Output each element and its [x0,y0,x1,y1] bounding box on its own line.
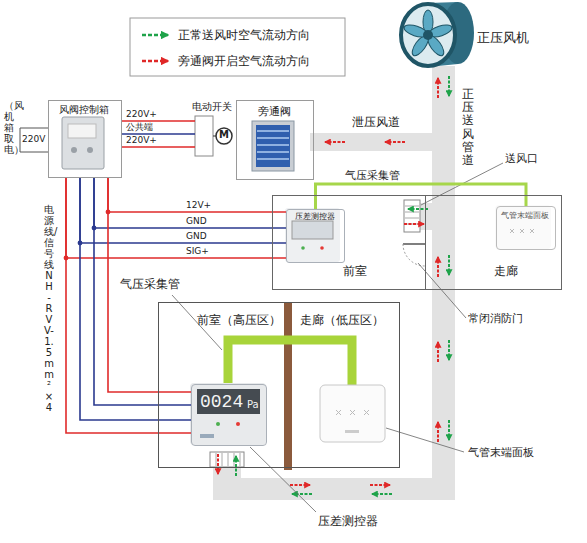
callout-label: 常闭消防门 [468,312,523,325]
wire [94,178,191,405]
wire-label: 220V+ [126,109,157,120]
wire [122,133,190,135]
node-text: 0024 [200,392,243,414]
room: 前室 压差测控器 [272,195,425,290]
wire-label: GND [186,216,207,227]
node-text: 压差测控器 [287,212,342,222]
mains-bracket [20,128,48,152]
callout-label: 气压采集管 [120,277,180,291]
wire-label: SIG+ [186,246,209,257]
leader-lines [172,163,503,512]
wire [80,178,191,420]
room: 走廊（低压区） [288,302,400,468]
wire [108,178,286,212]
node-text: 走廊（低压区） [300,313,384,327]
voltage-label: 220V [22,134,45,145]
node-text: 风阀控制箱 [49,104,119,116]
air-pipe [316,184,527,209]
switch-symbol [190,116,232,156]
end-panel: 气管末端面板 [496,206,556,250]
bypass-valve: 旁通阀 [236,100,314,180]
bypass-valve-drawing [252,121,294,171]
motor-switch: 电动开关 M [190,100,237,158]
room: 前室（高压区） 0024 Pa [158,302,288,468]
supply-vent [210,452,244,467]
wire [108,178,191,392]
supply-vent [404,200,420,232]
duct-label: 泄压风道 [352,115,400,129]
wire [80,178,286,243]
duct-label: 正压送风管道 [462,88,474,167]
sensor-body [190,383,266,445]
node-text: 正压风机 [477,30,529,46]
fan: 正压风机 [385,2,545,72]
wire-label: GND [186,231,207,242]
partition-wall [284,302,292,470]
cable-spec: 电源线/信号线 NH-RVV-1.5mm²×4 [44,204,54,413]
power-source-note: （风机箱取电） [4,100,14,155]
wire [122,120,190,122]
fire-door [403,244,425,266]
flow-arrows [218,76,449,494]
node-text: M [218,129,230,141]
wire [66,178,191,433]
callout-label: 送风口 [505,152,538,165]
pipe-label: 气压采集管 [345,169,400,182]
legend-text: 旁通阀开启空气流动方向 [178,54,310,68]
node-text: 气管末端面板 [497,211,553,221]
wire-label: 公共端 [126,122,153,133]
node-text: 走廊 [494,264,518,278]
wire-label: 220V+ [126,135,157,146]
control-box: 风阀控制箱 [48,100,122,178]
pressure-sensor: 0024 Pa [191,384,267,446]
panel-body [320,385,385,442]
room: 走廊气管末端面板 [425,195,562,290]
legend-frame [130,18,345,76]
callout-label: 压差测控器 [318,514,378,528]
legend-arrow [142,34,168,37]
node-text: 前室 [343,264,367,278]
wire-label: 12V+ [186,200,211,211]
node-text: 电动开关 [190,101,234,113]
fan-drawing [401,2,474,67]
legend-arrow [142,60,168,63]
callout-label: 气管末端面板 [468,446,534,459]
pressure-sensor: 压差测控器 [286,209,345,263]
wire [66,178,286,258]
node-text: 前室（高压区） [197,313,281,327]
node-text: 旁通阀 [237,105,311,118]
air-pipe [228,340,352,385]
legend-text: 正常送风时空气流动方向 [178,28,310,42]
wire [94,178,286,228]
wire [122,146,190,148]
node-text: Pa [247,399,259,411]
control-cabinet [62,117,104,169]
